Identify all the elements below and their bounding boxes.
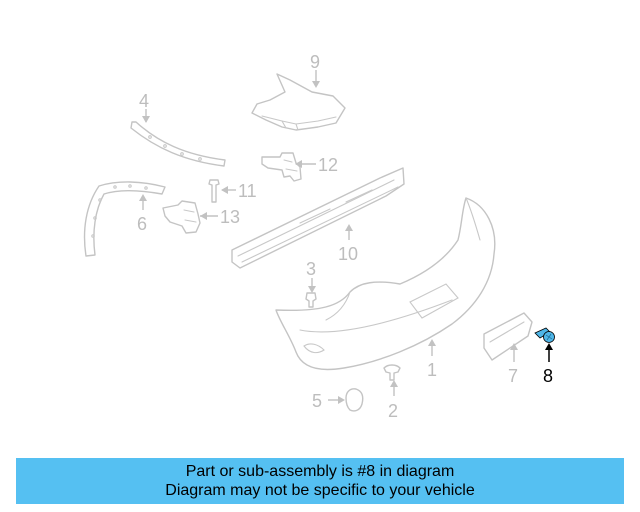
part-4[interactable] [130, 121, 226, 167]
leader-lines [139, 70, 553, 404]
callout-12: 12 [318, 155, 338, 175]
callout-labels: 4 9 12 11 13 6 10 3 1 2 5 7 8 [137, 52, 553, 421]
part-3[interactable] [305, 292, 317, 308]
callout-13: 13 [220, 207, 240, 227]
part-6[interactable] [83, 181, 166, 257]
part-12[interactable] [261, 152, 302, 182]
part-8[interactable] [534, 327, 555, 343]
part-11[interactable] [208, 179, 220, 203]
callout-3: 3 [306, 259, 316, 279]
callout-11: 11 [238, 181, 257, 201]
part-10[interactable] [231, 167, 405, 269]
part-13[interactable] [162, 200, 201, 234]
callout-8: 8 [543, 366, 553, 386]
callout-10: 10 [338, 244, 358, 264]
callout-6: 6 [137, 214, 147, 234]
part-2[interactable] [383, 364, 401, 381]
callout-5: 5 [312, 391, 322, 411]
info-banner: Part or sub-assembly is #8 in diagram Di… [16, 458, 624, 504]
banner-line-2: Diagram may not be specific to your vehi… [165, 482, 475, 499]
callout-2: 2 [388, 401, 398, 421]
banner-line-1: Part or sub-assembly is #8 in diagram [185, 463, 455, 480]
callout-1: 1 [427, 360, 437, 380]
part-9[interactable] [251, 73, 346, 131]
callout-9: 9 [310, 52, 320, 72]
part-1[interactable] [275, 197, 496, 371]
callout-7: 7 [508, 366, 518, 386]
callout-4: 4 [139, 91, 149, 111]
part-7[interactable] [483, 312, 533, 361]
part-5[interactable] [345, 388, 364, 412]
